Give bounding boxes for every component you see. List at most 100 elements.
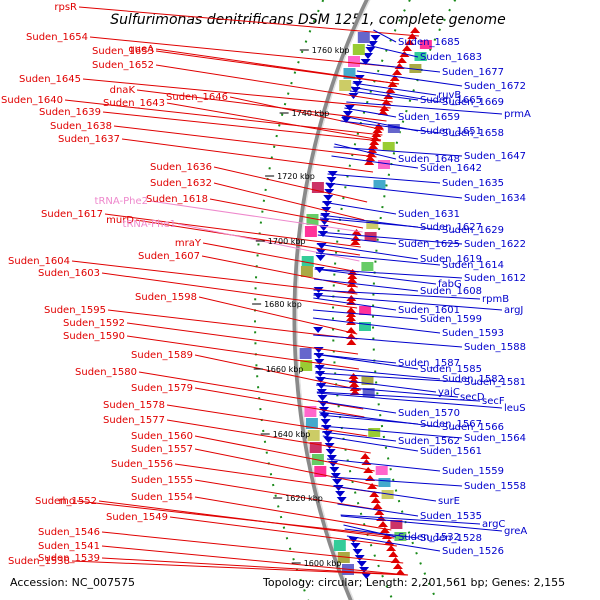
- gene-label[interactable]: Suden_1526: [442, 546, 504, 557]
- gene-label[interactable]: Suden_1665: [420, 95, 482, 106]
- gene-label[interactable]: Suden_1677: [442, 67, 504, 78]
- gene-label[interactable]: Suden_1561: [420, 446, 482, 457]
- gene-label[interactable]: Suden_1549: [106, 512, 168, 523]
- gene-label[interactable]: Suden_1651: [420, 126, 482, 137]
- gene-label[interactable]: Suden_1567: [420, 419, 482, 430]
- gene-label[interactable]: Suden_1538: [8, 556, 70, 567]
- gene-label[interactable]: Suden_1570: [398, 408, 460, 419]
- gene-label[interactable]: Suden_1622: [464, 239, 526, 250]
- gene-label[interactable]: prmA: [504, 109, 531, 120]
- gene-label[interactable]: Suden_1593: [442, 328, 504, 339]
- gene-label[interactable]: Suden_1652: [92, 60, 154, 71]
- gene-label[interactable]: Suden_1592: [63, 318, 125, 329]
- gene-label[interactable]: Suden_1564: [464, 433, 526, 444]
- gene-label[interactable]: Suden_1619: [420, 254, 482, 265]
- gene-label[interactable]: Suden_1580: [75, 367, 137, 378]
- gene-label[interactable]: Suden_1535: [420, 511, 482, 522]
- gene-label[interactable]: Suden_1614: [442, 260, 504, 271]
- gene-label[interactable]: Suden_1581: [464, 377, 526, 388]
- gene-label[interactable]: Suden_1566: [442, 422, 504, 433]
- gene-label[interactable]: Suden_1640: [1, 95, 63, 106]
- gene-label[interactable]: Suden_1532: [398, 532, 460, 543]
- gene-label[interactable]: Suden_1659: [398, 112, 460, 123]
- gene-label[interactable]: Suden_1601: [398, 305, 460, 316]
- gene-label[interactable]: Suden_1654: [26, 32, 88, 43]
- gene-label[interactable]: Suden_1625: [398, 239, 460, 250]
- gene-label[interactable]: Suden_1612: [464, 273, 526, 284]
- gene-label[interactable]: Suden_1589: [131, 350, 193, 361]
- gene-label[interactable]: Suden_1541: [38, 541, 100, 552]
- gene-label[interactable]: leuS: [504, 403, 526, 414]
- gene-label[interactable]: Suden_1636: [150, 162, 212, 173]
- gene-label[interactable]: Suden_1617: [41, 209, 103, 220]
- gene-label[interactable]: Suden_1653: [92, 46, 154, 57]
- gene-label[interactable]: murD: [106, 215, 134, 226]
- gene-label[interactable]: Suden_1685: [398, 37, 460, 48]
- gene-label[interactable]: Suden_1552: [35, 496, 97, 507]
- gene-label[interactable]: Suden_1557: [131, 444, 193, 455]
- gene-label[interactable]: Suden_1595: [44, 305, 106, 316]
- gene-label[interactable]: Suden_1603: [38, 268, 100, 279]
- gene-label[interactable]: Suden_1608: [420, 286, 482, 297]
- gene-label[interactable]: Suden_1632: [150, 178, 212, 189]
- gene-label[interactable]: tRNA-Phe1: [123, 219, 176, 230]
- gene-label[interactable]: Suden_1627: [420, 222, 482, 233]
- gene-label[interactable]: Suden_1631: [398, 209, 460, 220]
- gene-label[interactable]: surE: [438, 496, 460, 507]
- gene-label[interactable]: fabG: [438, 279, 462, 290]
- gene-label[interactable]: mraY: [175, 238, 202, 249]
- gene-label[interactable]: Suden_1588: [464, 342, 526, 353]
- gene-label[interactable]: Suden_1590: [63, 331, 125, 342]
- gene-label[interactable]: Suden_1637: [58, 134, 120, 145]
- gene-label[interactable]: Suden_1635: [442, 178, 504, 189]
- gene-label[interactable]: Suden_1648: [398, 154, 460, 165]
- gene-label[interactable]: Suden_1560: [131, 431, 193, 442]
- gene-label[interactable]: Suden_1645: [19, 74, 81, 85]
- gene-label[interactable]: secD: [460, 392, 485, 403]
- gene-label[interactable]: tRNA-Phe2: [95, 196, 148, 207]
- gene-label[interactable]: rpsR: [54, 2, 77, 13]
- gene-label[interactable]: Suden_1555: [131, 475, 193, 486]
- gene-label[interactable]: Suden_1578: [103, 400, 165, 411]
- gene-label[interactable]: Suden_1658: [442, 128, 504, 139]
- gene-label[interactable]: secF: [482, 396, 505, 407]
- gene-label[interactable]: ruvB: [438, 90, 461, 101]
- reverse-strand-labels[interactable]: Suden_1685Suden_1683Suden_1677Suden_1672…: [398, 37, 531, 557]
- gene-label[interactable]: Suden_1618: [146, 194, 208, 205]
- gene-label[interactable]: Suden_1638: [50, 121, 112, 132]
- gene-label[interactable]: Suden_1607: [138, 251, 200, 262]
- gene-label[interactable]: Suden_1647: [464, 151, 526, 162]
- gene-label[interactable]: Suden_1558: [464, 481, 526, 492]
- gene-label[interactable]: Suden_1539: [38, 553, 100, 564]
- gene-label[interactable]: Suden_1643: [103, 98, 165, 109]
- gene-label[interactable]: Suden_1528: [420, 533, 482, 544]
- gene-label[interactable]: Suden_1582: [442, 374, 504, 385]
- gene-label[interactable]: Suden_1577: [103, 415, 165, 426]
- gene-label[interactable]: Suden_1683: [420, 52, 482, 63]
- gene-label[interactable]: Suden_1672: [464, 81, 526, 92]
- gene-label[interactable]: Suden_1554: [131, 492, 193, 503]
- gene-label[interactable]: queA: [128, 44, 154, 55]
- gene-label[interactable]: Suden_1598: [135, 292, 197, 303]
- gene-label[interactable]: rpmB: [482, 294, 509, 305]
- gene-label[interactable]: argC: [482, 519, 505, 530]
- gene-label[interactable]: Suden_1556: [111, 459, 173, 470]
- gene-label[interactable]: Suden_1585: [420, 364, 482, 375]
- gene-label[interactable]: Suden_1634: [464, 193, 526, 204]
- gene-label[interactable]: argJ: [504, 305, 523, 316]
- gene-label[interactable]: Suden_1562: [398, 436, 460, 447]
- gene-label[interactable]: Suden_1639: [39, 107, 101, 118]
- gene-label[interactable]: greA: [504, 526, 527, 537]
- gene-label[interactable]: yajC: [438, 387, 460, 398]
- gene-label[interactable]: Suden_1546: [38, 527, 100, 538]
- gene-label[interactable]: Suden_1646: [166, 92, 228, 103]
- gene-label[interactable]: Suden_1604: [8, 256, 70, 267]
- gene-label[interactable]: Suden_1587: [398, 358, 460, 369]
- gene-label[interactable]: Suden_1669: [442, 97, 504, 108]
- gene-label[interactable]: rho: [59, 496, 75, 507]
- gene-label[interactable]: Suden_1599: [420, 314, 482, 325]
- gene-label[interactable]: Suden_1629: [442, 225, 504, 236]
- gene-label[interactable]: Suden_1642: [420, 163, 482, 174]
- gene-label[interactable]: Suden_1579: [131, 383, 193, 394]
